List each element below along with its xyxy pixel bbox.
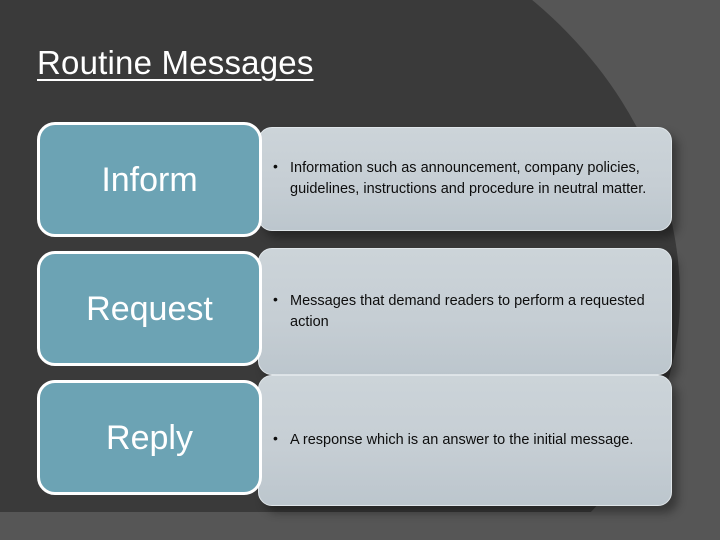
category-label: Reply [106,418,193,457]
description-panel-reply[interactable]: A response which is an answer to the ini… [258,375,672,506]
page-title: Routine Messages [37,44,314,81]
category-box-inform[interactable]: Inform [37,122,262,237]
list-item: A response which is an answer to the ini… [273,429,655,451]
category-label: Inform [101,160,198,199]
description-panel-inform[interactable]: Information such as announcement, compan… [258,127,672,231]
bullet-list: Information such as announcement, compan… [259,157,671,199]
description-panel-request[interactable]: Messages that demand readers to perform … [258,248,672,375]
category-box-reply[interactable]: Reply [37,380,262,495]
category-box-request[interactable]: Request [37,251,262,366]
background-bottom-band [0,512,720,540]
category-label: Request [86,289,213,328]
bullet-list: Messages that demand readers to perform … [259,290,671,332]
list-item: Information such as announcement, compan… [273,157,655,199]
list-item: Messages that demand readers to perform … [273,290,655,332]
bullet-list: A response which is an answer to the ini… [259,429,671,451]
